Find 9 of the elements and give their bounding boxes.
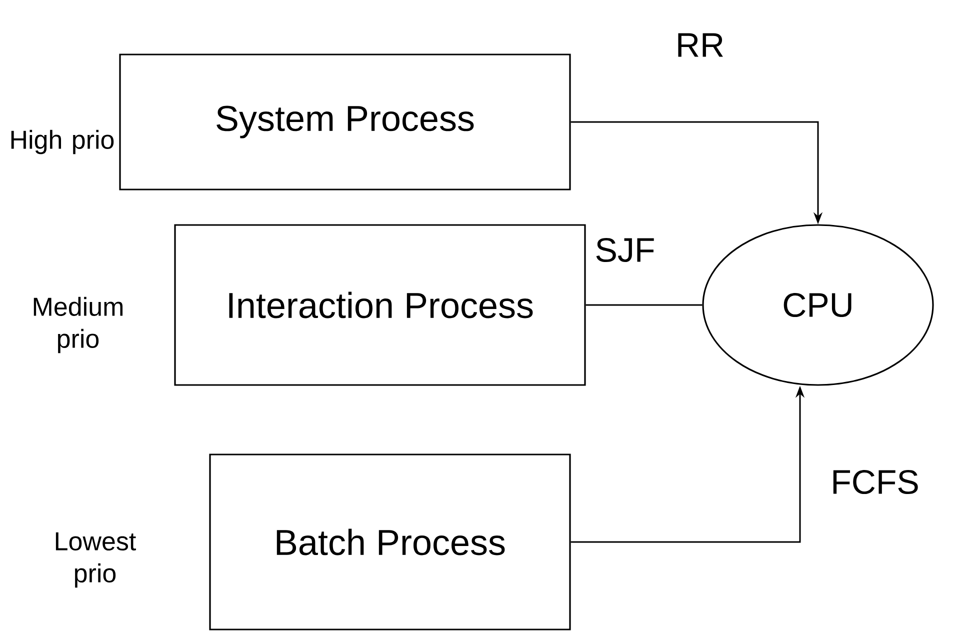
process-box: System Process [119,54,571,190]
process-box: Batch Process [209,454,571,630]
edge-label: FCFS [828,468,922,496]
process-box: Interaction Process [174,224,586,386]
priority-label: Lowest prio [56,532,136,588]
priority-label: High prio [11,130,114,154]
priority-label: Medium prio [34,296,123,354]
edge-label: SJF [592,236,658,264]
edge-label: RR [673,31,727,59]
